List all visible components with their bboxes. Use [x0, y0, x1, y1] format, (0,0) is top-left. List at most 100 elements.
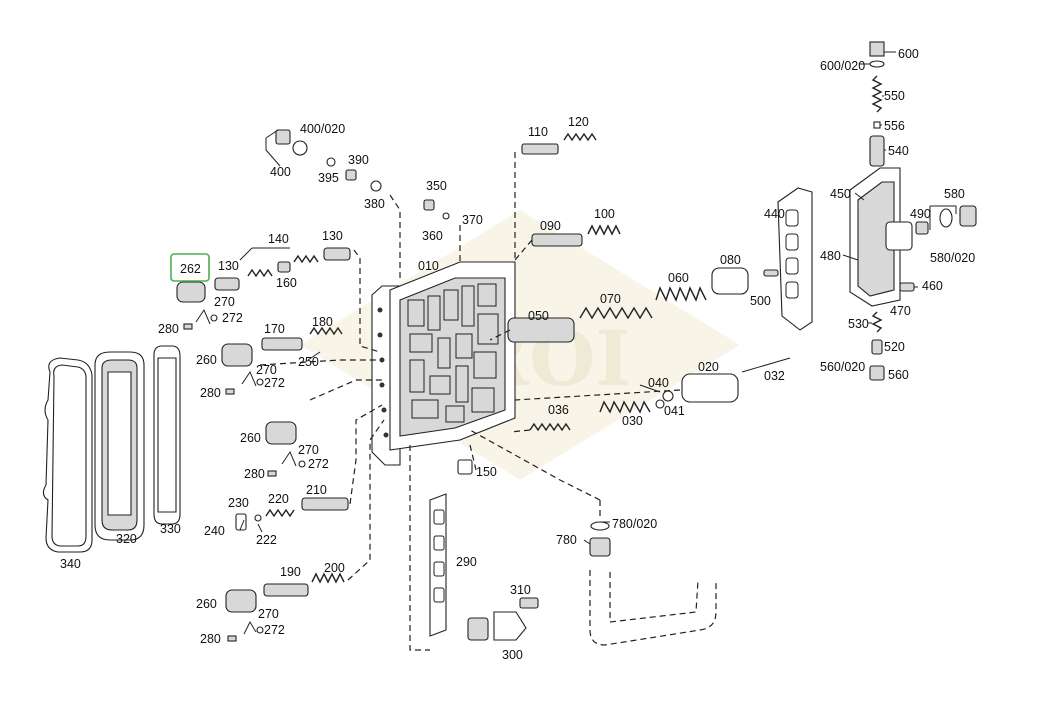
label-600[interactable]: 600: [898, 47, 919, 61]
label-150[interactable]: 150: [476, 465, 497, 479]
label-320[interactable]: 320: [116, 532, 137, 546]
oil-pan-320[interactable]: [94, 351, 145, 541]
ball-222[interactable]: [254, 514, 262, 522]
plug-390[interactable]: [345, 169, 357, 181]
rod-032[interactable]: [741, 357, 791, 373]
label-270b[interactable]: 270: [256, 363, 277, 377]
label-460[interactable]: 460: [922, 279, 943, 293]
label-600-020[interactable]: 600/020: [820, 59, 865, 73]
label-350[interactable]: 350: [426, 179, 447, 193]
valve-130a[interactable]: [214, 277, 240, 291]
solenoid-260b[interactable]: [265, 421, 297, 445]
label-270d[interactable]: 270: [258, 607, 279, 621]
label-240[interactable]: 240: [204, 524, 225, 538]
label-530[interactable]: 530: [848, 317, 869, 331]
label-470[interactable]: 470: [890, 304, 911, 318]
plate-450[interactable]: [849, 167, 913, 307]
highlight-262[interactable]: [170, 253, 210, 282]
label-070[interactable]: 070: [600, 292, 621, 306]
valve-540[interactable]: [869, 135, 885, 167]
spring-180[interactable]: [309, 326, 343, 336]
connector-300[interactable]: [467, 611, 527, 641]
label-500[interactable]: 500: [750, 294, 771, 308]
label-490[interactable]: 490: [910, 207, 931, 221]
label-400[interactable]: 400: [270, 165, 291, 179]
ring-041[interactable]: [655, 399, 665, 409]
label-280b[interactable]: 280: [200, 386, 221, 400]
label-272b[interactable]: 272: [264, 376, 285, 390]
label-395[interactable]: 395: [318, 171, 339, 185]
label-130a[interactable]: 130: [218, 259, 239, 273]
label-222[interactable]: 222: [256, 533, 277, 547]
label-280c[interactable]: 280: [244, 467, 265, 481]
spring-220[interactable]: [265, 508, 295, 518]
label-560-020[interactable]: 560/020: [820, 360, 865, 374]
ball-380[interactable]: [370, 180, 382, 192]
spring-530[interactable]: [871, 311, 883, 333]
label-780-020[interactable]: 780/020: [612, 517, 657, 531]
valve-520[interactable]: [871, 339, 883, 355]
label-360[interactable]: 360: [422, 229, 443, 243]
label-272a[interactable]: 272: [222, 311, 243, 325]
spring-100[interactable]: [587, 224, 621, 236]
label-040[interactable]: 040: [648, 376, 669, 390]
label-032[interactable]: 032: [764, 369, 785, 383]
valve-body-010[interactable]: [371, 261, 516, 466]
plug-400[interactable]: [275, 129, 308, 156]
label-220[interactable]: 220: [268, 492, 289, 506]
label-041[interactable]: 041: [664, 404, 685, 418]
label-100[interactable]: 100: [594, 207, 615, 221]
label-036[interactable]: 036: [548, 403, 569, 417]
plug-560[interactable]: [869, 365, 885, 381]
plug-780[interactable]: [589, 521, 611, 557]
label-550[interactable]: 550: [884, 89, 905, 103]
plug-600[interactable]: [869, 41, 885, 68]
ring-370[interactable]: [442, 212, 450, 220]
label-450[interactable]: 450: [830, 187, 851, 201]
sleeve-080[interactable]: [711, 267, 749, 295]
label-030[interactable]: 030: [622, 414, 643, 428]
label-780[interactable]: 780: [556, 533, 577, 547]
label-280a[interactable]: 280: [158, 322, 179, 336]
label-340[interactable]: 340: [60, 557, 81, 571]
label-560[interactable]: 560: [888, 368, 909, 382]
label-380[interactable]: 380: [364, 197, 385, 211]
label-300[interactable]: 300: [502, 648, 523, 662]
label-210[interactable]: 210: [306, 483, 327, 497]
valve-050[interactable]: [507, 317, 575, 343]
retainer-set-d[interactable]: [227, 620, 264, 642]
valve-130b[interactable]: [323, 247, 351, 261]
label-250[interactable]: 250: [298, 355, 319, 369]
spring-120[interactable]: [563, 132, 597, 142]
retainer-set-b[interactable]: [225, 370, 264, 395]
label-260b[interactable]: 260: [240, 431, 261, 445]
valve-190[interactable]: [263, 583, 309, 597]
label-120[interactable]: 120: [568, 115, 589, 129]
label-260a[interactable]: 260: [196, 353, 217, 367]
label-272c[interactable]: 272: [308, 457, 329, 471]
ring-395[interactable]: [326, 157, 336, 167]
valve-110[interactable]: [521, 143, 559, 155]
label-310[interactable]: 310: [510, 583, 531, 597]
screw-460[interactable]: [899, 282, 915, 292]
label-262[interactable]: 262: [180, 262, 201, 276]
label-440[interactable]: 440: [764, 207, 785, 221]
label-280d[interactable]: 280: [200, 632, 221, 646]
valve-170[interactable]: [261, 337, 303, 351]
sleeve-020[interactable]: [681, 373, 739, 403]
spring-060[interactable]: [655, 286, 707, 302]
label-230[interactable]: 230: [228, 496, 249, 510]
label-200[interactable]: 200: [324, 561, 345, 575]
bracket-230[interactable]: [235, 513, 247, 531]
label-130b[interactable]: 130: [322, 229, 343, 243]
spring-140[interactable]: [247, 268, 273, 278]
label-020[interactable]: 020: [698, 360, 719, 374]
label-556[interactable]: 556: [884, 119, 905, 133]
label-540[interactable]: 540: [888, 144, 909, 158]
label-090[interactable]: 090: [540, 219, 561, 233]
label-260c[interactable]: 260: [196, 597, 217, 611]
retainer-set-a[interactable]: [183, 308, 218, 330]
clip-150[interactable]: [457, 459, 473, 475]
solenoid-262[interactable]: [176, 281, 206, 303]
label-160[interactable]: 160: [276, 276, 297, 290]
